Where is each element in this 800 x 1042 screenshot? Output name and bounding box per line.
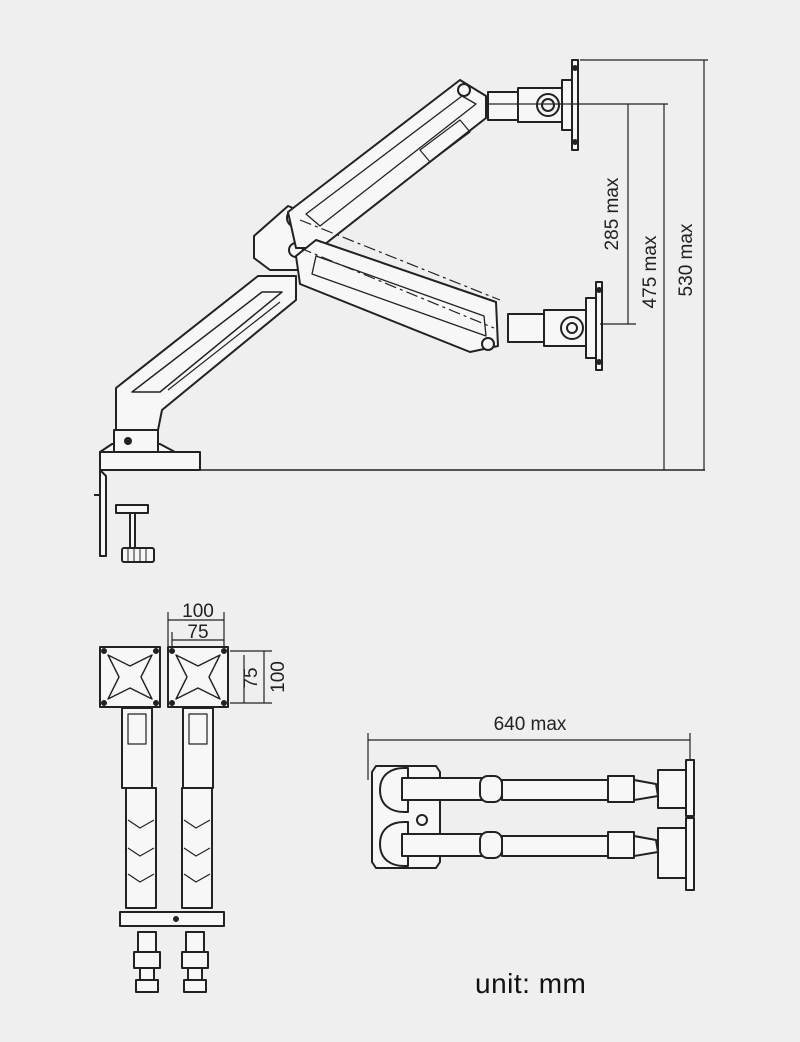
vesa-vertical-outer-label: 100 bbox=[268, 661, 289, 693]
side-dimension-lines bbox=[488, 59, 708, 470]
vesa-dimension-lines bbox=[167, 612, 272, 704]
upper-arm-lower-position bbox=[295, 219, 501, 353]
vesa-plate-right bbox=[167, 646, 229, 708]
lower-arm bbox=[115, 275, 297, 431]
top-view bbox=[367, 733, 695, 891]
top-arm-upper bbox=[379, 759, 695, 817]
front-base bbox=[119, 911, 225, 993]
reach-dimension bbox=[367, 733, 691, 780]
vesa-outer-label: 100 bbox=[182, 601, 214, 622]
side-view bbox=[94, 59, 708, 563]
post bbox=[113, 429, 159, 453]
upper-arm-top bbox=[287, 79, 487, 249]
head-top bbox=[487, 59, 579, 151]
dim-475-label: 475 max bbox=[640, 235, 661, 308]
unit-label: unit: mm bbox=[475, 968, 587, 999]
arm-front-right bbox=[181, 707, 214, 909]
vesa-inner-label: 75 bbox=[187, 622, 208, 643]
top-arm-lower bbox=[379, 817, 695, 891]
vesa-vertical-inner-label: 75 bbox=[241, 667, 262, 688]
dim-285-label: 285 max bbox=[602, 177, 623, 250]
reach-label: 640 max bbox=[494, 714, 567, 735]
desk-clamp bbox=[94, 443, 201, 563]
dim-530-label: 530 max bbox=[676, 223, 697, 296]
vesa-plate-left bbox=[99, 646, 161, 708]
arm-front-left bbox=[121, 707, 157, 909]
head-bottom bbox=[507, 281, 603, 371]
front-view bbox=[99, 612, 272, 993]
